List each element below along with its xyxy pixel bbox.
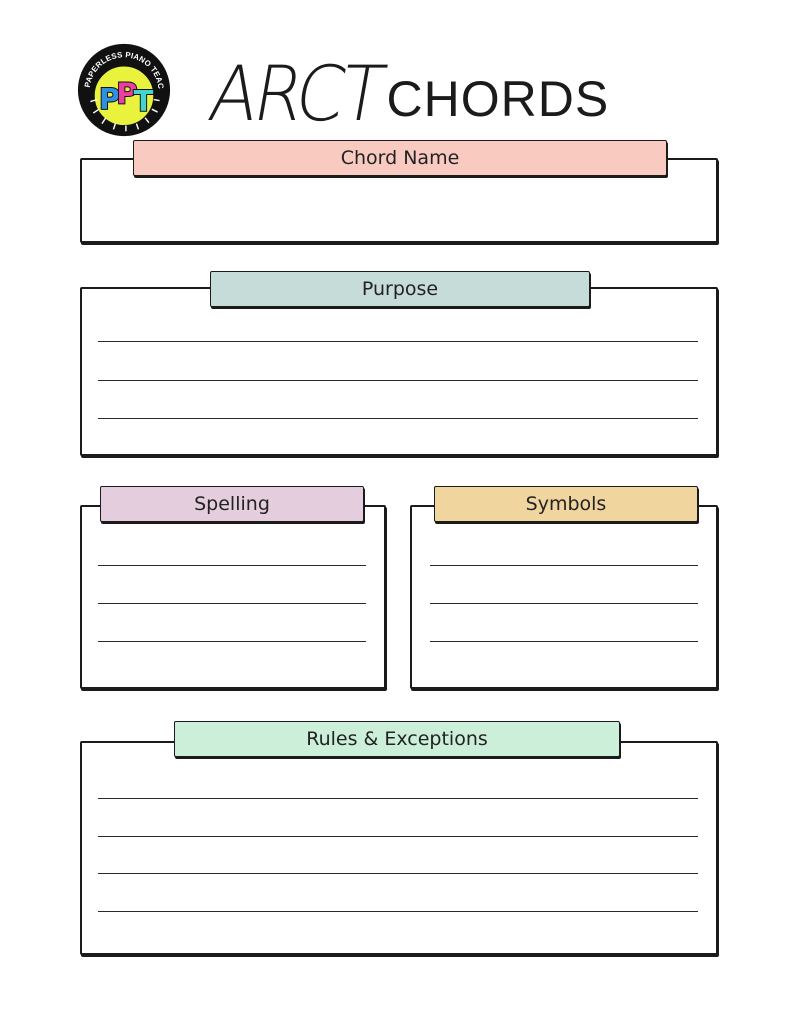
purpose-box[interactable] (80, 287, 718, 456)
paperless-piano-teacher-logo: THE PAPERLESS PIANO TEACHER P P T (76, 42, 171, 137)
purpose-label: Purpose (210, 271, 590, 307)
rules-writing-line (98, 798, 698, 799)
spelling-writing-line (98, 603, 366, 604)
title-script-text: ARCT (202, 49, 389, 138)
rules-writing-line (98, 873, 698, 874)
logo-letter-t: T (134, 84, 154, 118)
symbols-writing-line (430, 641, 698, 642)
page-title: ARCT CHORDS (202, 42, 610, 138)
purpose-label-text: Purpose (361, 278, 439, 300)
spelling-label: Spelling (100, 486, 364, 522)
chord-name-label-text: Chord Name (340, 147, 460, 169)
spelling-label-text: Spelling (194, 493, 270, 515)
purpose-writing-line (98, 380, 698, 381)
symbols-label: Symbols (434, 486, 698, 522)
purpose-writing-line (98, 418, 698, 419)
piano-keys-ring (90, 98, 160, 132)
rules-writing-line (98, 836, 698, 837)
rules-writing-line (98, 911, 698, 912)
symbols-writing-line (430, 565, 698, 566)
logo-letter-p2: P (116, 76, 137, 110)
symbols-box[interactable] (410, 505, 718, 689)
purpose-writing-line (98, 341, 698, 342)
chord-name-label: Chord Name (133, 140, 667, 176)
spelling-writing-line (98, 565, 366, 566)
symbols-writing-line (430, 603, 698, 604)
rules-exceptions-label: Rules & Exceptions (174, 721, 620, 757)
rules-exceptions-box[interactable] (80, 741, 718, 955)
spelling-box[interactable] (80, 505, 386, 689)
rules-exceptions-label-text: Rules & Exceptions (306, 728, 488, 750)
logo-letter-p1: P (99, 82, 120, 116)
spelling-writing-line (98, 641, 366, 642)
symbols-label-text: Symbols (525, 493, 607, 515)
title-block-text: CHORDS (386, 71, 610, 127)
